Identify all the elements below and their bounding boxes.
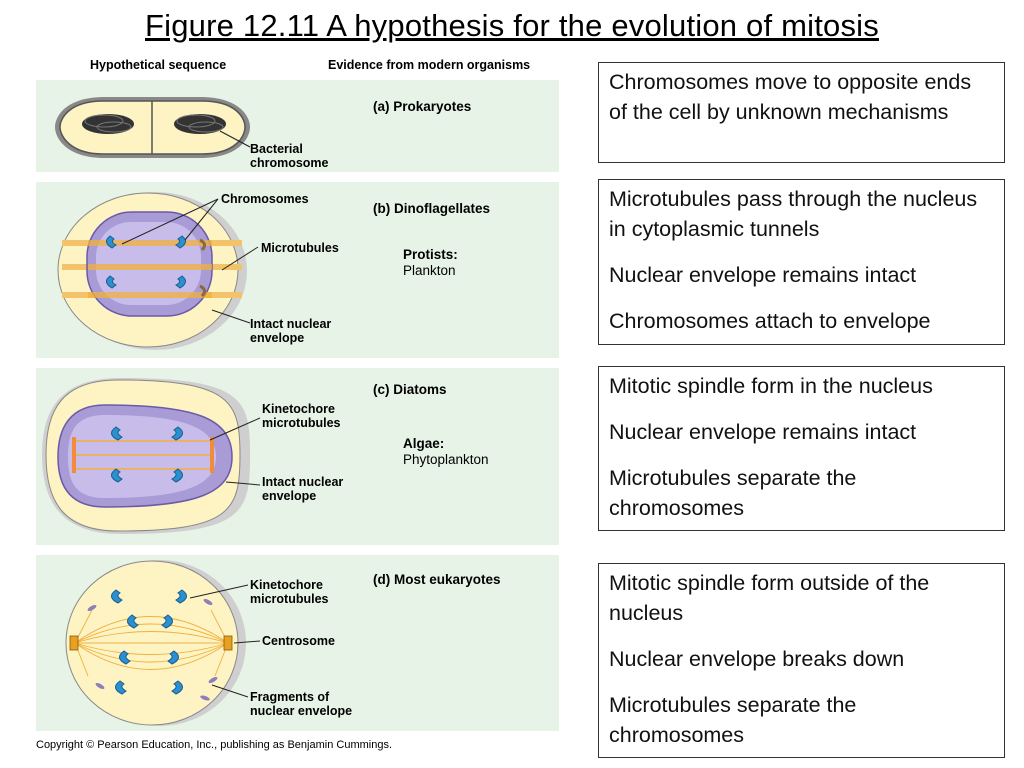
- bacterial-chromosome-right: [174, 114, 226, 134]
- label-kinetochore-microtubules-d: Kinetochore microtubules: [250, 578, 329, 606]
- label-centrosome: Centrosome: [262, 634, 335, 648]
- copyright-notice: Copyright © Pearson Education, Inc., pub…: [36, 739, 393, 751]
- group-label-algae: Algae: Phytoplankton: [403, 436, 489, 468]
- label-microtubules: Microtubules: [261, 241, 339, 255]
- description-text: Chromosomes attach to envelope: [609, 309, 931, 333]
- description-text: Mitotic spindle form in the nucleus: [609, 374, 933, 398]
- diatom-cell: [42, 378, 261, 534]
- description-text: Microtubules separate the chromosomes: [609, 693, 857, 747]
- group-sub-plankton: Plankton: [403, 263, 456, 278]
- label-fragments-nuclear-envelope: Fragments of nuclear envelope: [250, 690, 353, 718]
- header-hypothetical-sequence: Hypothetical sequence: [90, 58, 227, 72]
- org-label-most-eukaryotes: (d) Most eukaryotes: [373, 572, 501, 587]
- description-box-dinoflagellates: Microtubules pass through the nucleus in…: [598, 179, 1005, 345]
- label-intact-nuclear-envelope-c: Intact nuclear envelope: [262, 475, 344, 503]
- label-chromosomes: Chromosomes: [221, 192, 309, 206]
- description-text: Mitotic spindle form outside of the nucl…: [609, 571, 930, 625]
- description-text: Nuclear envelope remains intact: [609, 420, 917, 444]
- description-text: Nuclear envelope breaks down: [609, 647, 905, 671]
- org-label-prokaryotes: (a) Prokaryotes: [373, 99, 472, 114]
- label-intact-nuclear-envelope-b: Intact nuclear envelope: [250, 317, 332, 345]
- description-text: Nuclear envelope remains intact: [609, 263, 917, 287]
- org-label-dinoflagellates: (b) Dinoflagellates: [373, 201, 491, 216]
- description-box-most-eukaryotes: Mitotic spindle form outside of the nucl…: [598, 563, 1005, 758]
- dinoflagellate-cell: [57, 192, 259, 350]
- prokaryote-cell: [55, 97, 251, 158]
- eukaryote-cell: [65, 560, 261, 726]
- group-sub-phytoplankton: Phytoplankton: [403, 452, 489, 467]
- header-evidence: Evidence from modern organisms: [328, 58, 531, 72]
- org-label-diatoms: (c) Diatoms: [373, 382, 447, 397]
- bacterial-chromosome-left: [82, 114, 134, 134]
- description-box-prokaryotes: Chromosomes move to opposite ends of the…: [598, 62, 1005, 163]
- label-kinetochore-microtubules-c: Kinetochore microtubules: [262, 402, 341, 430]
- group-label-protists: Protists: Plankton: [403, 247, 458, 279]
- figure-title: Figure 12.11 A hypothesis for the evolut…: [145, 8, 879, 43]
- label-bacterial-chromosome: Bacterial chromosome: [250, 142, 329, 170]
- description-text: Microtubules separate the chromosomes: [609, 466, 857, 520]
- description-text: Chromosomes move to opposite ends of the…: [609, 70, 972, 124]
- description-text: Microtubules pass through the nucleus in…: [609, 187, 978, 241]
- description-box-diatoms: Mitotic spindle form in the nucleus Nucl…: [598, 366, 1005, 531]
- group-name-algae: Algae:: [403, 436, 445, 451]
- group-name-protists: Protists:: [403, 247, 458, 262]
